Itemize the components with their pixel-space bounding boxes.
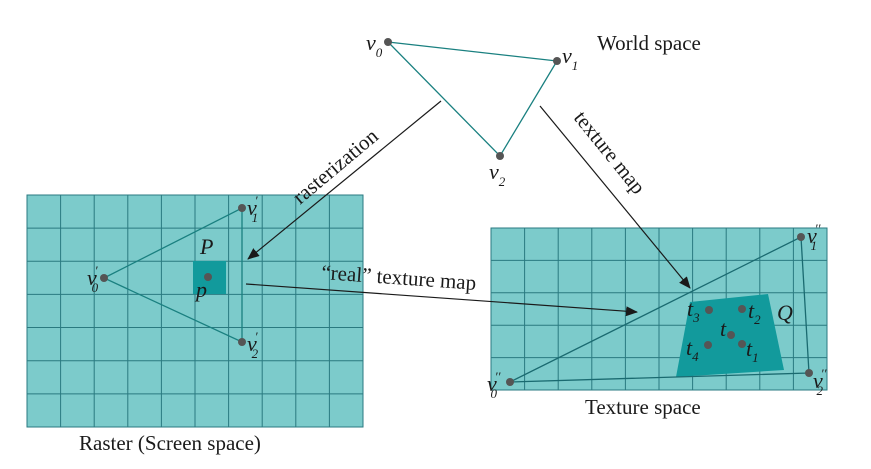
label-t: t [720, 316, 727, 341]
label-point-p: p [194, 277, 207, 302]
world-triangle [386, 41, 559, 158]
point-raster-p [204, 273, 212, 281]
label-texture-v2: v′′2 [813, 366, 827, 398]
point-texture-t [727, 331, 735, 339]
point-raster-v1 [238, 204, 246, 212]
label-t1: t1 [746, 336, 759, 365]
point-world-v2 [496, 152, 504, 160]
point-raster-v0 [100, 274, 108, 282]
raster-grid [26, 194, 364, 428]
world-space-label: World space [597, 31, 701, 55]
point-world-v0 [384, 38, 392, 46]
point-texture-t4 [704, 341, 712, 349]
texture-map-label: texture map [569, 106, 650, 199]
label-texture-v0: v′′0 [487, 369, 501, 401]
point-texture-v1 [797, 233, 805, 241]
label-world-v0: v0 [366, 30, 383, 60]
point-texture-t1 [738, 340, 746, 348]
label-t4: t4 [686, 335, 699, 364]
label-world-v1: v1 [562, 43, 578, 73]
label-raster-v2: v′2 [247, 329, 259, 361]
arrow-texture-map [539, 105, 691, 289]
label-world-v2: v2 [489, 159, 506, 189]
raster-triangle [102, 206, 243, 344]
label-pixel-P: P [199, 234, 213, 259]
point-raster-v2 [238, 338, 246, 346]
arrow-rasterization [247, 100, 442, 260]
texture-triangle [509, 235, 810, 383]
raster-caption: Raster (Screen space) [79, 431, 261, 455]
label-texture-v1: v′′1 [807, 221, 821, 253]
label-Q: Q [777, 300, 793, 325]
texture-caption: Texture space [585, 395, 701, 419]
label-raster-v1: v′1 [247, 193, 258, 225]
point-texture-t2 [738, 305, 746, 313]
arrow-real-texture-map [245, 283, 638, 317]
point-world-v1 [553, 57, 561, 65]
point-texture-t3 [705, 306, 713, 314]
label-t2: t2 [748, 298, 761, 327]
label-t3: t3 [687, 296, 700, 325]
point-texture-v2 [805, 369, 813, 377]
point-texture-v0 [506, 378, 514, 386]
label-raster-v0: v′0 [87, 263, 99, 295]
